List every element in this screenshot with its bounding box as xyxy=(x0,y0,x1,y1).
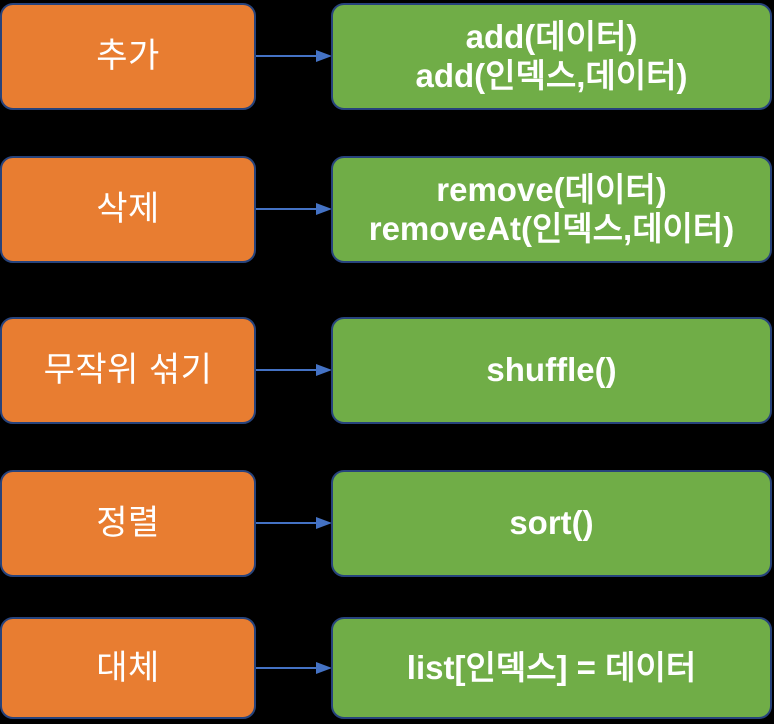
operation-label-box: 무작위 섞기 xyxy=(0,317,256,424)
operation-label-line: 정렬 xyxy=(96,504,160,543)
operation-label-text: 대체 xyxy=(10,648,246,688)
method-code-line: remove(데이터) xyxy=(436,170,667,208)
method-code-line: add(데이터) xyxy=(465,17,638,55)
method-code-line: removeAt(인덱스,데이터) xyxy=(368,209,735,247)
arrow-right-icon xyxy=(256,49,332,63)
operation-label-box: 정렬 xyxy=(0,470,256,577)
method-code-text: sort() xyxy=(341,504,762,543)
operation-label-line: 무작위 섞기 xyxy=(43,351,213,390)
arrow-right-icon xyxy=(256,661,332,675)
diagram-row: 추가 add(데이터) add(인덱스,데이터) xyxy=(0,3,774,110)
method-code-box: list[인덱스] = 데이터 xyxy=(331,617,772,719)
operation-label-text: 추가 xyxy=(10,36,246,76)
method-code-line: shuffle() xyxy=(486,351,617,389)
operation-label-box: 추가 xyxy=(0,3,256,110)
operation-label-text: 정렬 xyxy=(10,503,246,543)
arrow-right-icon xyxy=(256,202,332,216)
diagram-row: 대체 list[인덱스] = 데이터 xyxy=(0,617,774,724)
method-code-box: shuffle() xyxy=(331,317,772,424)
operation-label-box: 대체 xyxy=(0,617,256,719)
method-code-line: sort() xyxy=(509,504,594,542)
diagram-row: 삭제 remove(데이터) removeAt(인덱스,데이터) xyxy=(0,156,774,263)
operation-label-line: 삭제 xyxy=(96,190,160,229)
operation-label-line: 대체 xyxy=(96,648,160,687)
method-code-box: sort() xyxy=(331,470,772,577)
method-code-text: list[인덱스] = 데이터 xyxy=(341,649,762,688)
method-code-text: add(데이터) add(인덱스,데이터) xyxy=(341,18,762,96)
operation-label-text: 무작위 섞기 xyxy=(10,350,246,390)
method-code-text: remove(데이터) removeAt(인덱스,데이터) xyxy=(341,171,762,249)
method-code-text: shuffle() xyxy=(341,351,762,390)
method-code-line: list[인덱스] = 데이터 xyxy=(406,648,697,686)
arrow-right-icon xyxy=(256,516,332,530)
operation-label-line: 추가 xyxy=(96,37,160,76)
method-code-line: add(인덱스,데이터) xyxy=(415,56,688,94)
method-code-box: add(데이터) add(인덱스,데이터) xyxy=(331,3,772,110)
method-code-box: remove(데이터) removeAt(인덱스,데이터) xyxy=(331,156,772,263)
diagram-row: 무작위 섞기 shuffle() xyxy=(0,317,774,424)
operation-label-text: 삭제 xyxy=(10,189,246,229)
arrow-right-icon xyxy=(256,363,332,377)
operation-label-box: 삭제 xyxy=(0,156,256,263)
diagram-row: 정렬 sort() xyxy=(0,470,774,577)
